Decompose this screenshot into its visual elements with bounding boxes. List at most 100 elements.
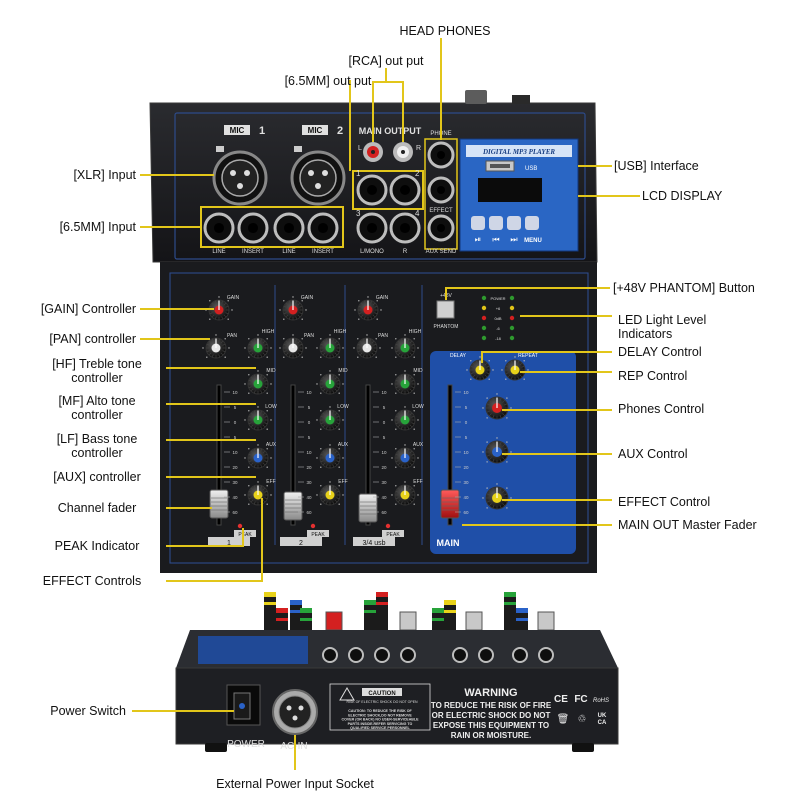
menu-button[interactable] [525, 216, 539, 230]
ch34-fader-scale-6: 30 [381, 480, 387, 485]
ch34-high-knob[interactable] [391, 334, 419, 359]
ch2-high-label: HIGH [334, 329, 347, 335]
rear-knob-1 [290, 600, 302, 630]
mic-1-label: MIC [230, 126, 245, 135]
jack-label-1: INSERT [242, 249, 264, 255]
next-button[interactable] [507, 216, 521, 230]
callout-rca-out: [RCA] out put [348, 54, 424, 68]
mm-output-jack-1[interactable] [356, 174, 388, 206]
phones-knob[interactable] [482, 393, 512, 420]
warning-title: WARNING [464, 687, 517, 699]
leader-rca-2 [386, 81, 404, 142]
ch34-fader-scale-0: 10 [381, 390, 387, 395]
ch1-fader-scale-5: 20 [232, 465, 238, 470]
rear-view-jacks [322, 647, 554, 663]
ch34-mid-knob[interactable] [391, 370, 419, 395]
caution-line-2: COVER (OR BACK) NO USER-SERVICEABLE [341, 718, 419, 722]
ch34-aux-knob[interactable] [391, 444, 419, 469]
weee-bin-icon: 🗑 [557, 713, 570, 725]
mm-output-jack-4[interactable] [389, 212, 421, 244]
ch34-low-knob[interactable] [391, 406, 419, 431]
ch2-fader[interactable] [283, 491, 303, 521]
prev-button[interactable] [489, 216, 503, 230]
play-pause-button[interactable] [471, 216, 485, 230]
callout-ext-power: External Power Input Socket [216, 777, 374, 791]
ch34-fader-scale-4: 10 [381, 450, 387, 455]
strip-34-label: 3/4 usb [363, 540, 386, 547]
repeat-knob[interactable] [501, 356, 529, 381]
rca-output-right[interactable] [393, 142, 413, 162]
line-1-jack[interactable] [203, 212, 235, 244]
ch1-high-knob[interactable] [244, 334, 272, 359]
ch2-aux-knob[interactable] [316, 444, 344, 469]
effect-master-knob[interactable] [482, 483, 512, 510]
callout-gain-controller: [GAIN] Controller [40, 302, 136, 316]
xlr-input-2[interactable] [290, 146, 346, 206]
ch1-low-knob[interactable] [244, 406, 272, 431]
callout-mm-input: [6.5MM] Input [59, 220, 136, 234]
rear-jack-5 [478, 647, 494, 663]
ch2-mid-knob[interactable] [316, 370, 344, 395]
ch34-pan-knob[interactable] [353, 334, 381, 359]
ch34-gain-knob[interactable] [354, 296, 382, 321]
main-fader[interactable] [440, 489, 460, 519]
ch2-fader-scale-4: 10 [306, 450, 312, 455]
ch2-high-knob[interactable] [316, 334, 344, 359]
level-led-r-3 [509, 325, 515, 331]
callout-aux-control: AUX Control [618, 447, 688, 461]
xlr-input-1[interactable] [212, 146, 268, 206]
ac-in-socket[interactable] [272, 689, 318, 735]
ch1-high-label: HIGH [262, 329, 275, 335]
ch34-mid-label: MID [413, 368, 423, 374]
rear-knob-8 [504, 592, 516, 630]
insert-1-jack[interactable] [237, 212, 269, 244]
ch34-eff-knob[interactable] [391, 481, 419, 506]
ch1-gain-knob[interactable] [205, 296, 233, 321]
ch2-aux-label: AUX [338, 442, 349, 448]
level-led-l-3 [481, 325, 487, 331]
main-fader-scale-6: 30 [463, 480, 469, 485]
headphone-jack[interactable] [427, 141, 455, 169]
rear-fader-3 [537, 611, 555, 631]
rca-output-left[interactable] [363, 142, 383, 162]
jack-label-2: LINE [282, 249, 295, 255]
rear-jack-4 [452, 647, 468, 663]
mm-output-jack-3[interactable] [356, 212, 388, 244]
rca-r-label: R [416, 145, 421, 152]
level-label-1: +6 [496, 306, 501, 311]
level-label-3: -6 [496, 326, 500, 331]
effect-jack[interactable] [427, 176, 455, 204]
mp3-buttons[interactable]: ⏯ ⏮ ⏭ MENU [471, 216, 542, 244]
ch2-eff-knob[interactable] [316, 481, 344, 506]
caution-line-3: PARTS INSIDE.REFER SERVICING TO [348, 722, 413, 726]
mm-output-jack-2[interactable] [389, 174, 421, 206]
ch1-pan-knob[interactable] [202, 334, 230, 359]
aux-send-jack[interactable] [427, 214, 455, 242]
delay-knob[interactable] [466, 356, 494, 381]
main-fader-scale-4: 10 [463, 450, 469, 455]
phantom-button[interactable] [436, 300, 455, 319]
main-fader-scale-8: 60 [463, 510, 469, 515]
aux-master-knob[interactable] [482, 437, 512, 464]
out-num-4: 4 [415, 209, 420, 218]
ch2-gain-knob[interactable] [279, 296, 307, 321]
callout-mm-out: [6.5MM] out put [284, 74, 372, 88]
ch34-fader-scale-8: 60 [381, 510, 387, 515]
ch1-fader[interactable] [209, 489, 229, 519]
insert-2-jack[interactable] [307, 212, 339, 244]
ch2-pan-knob[interactable] [279, 334, 307, 359]
ch2-low-knob[interactable] [316, 406, 344, 431]
ch1-mid-knob[interactable] [244, 370, 272, 395]
ch34-fader[interactable] [358, 493, 378, 523]
mm-input-jacks[interactable] [203, 212, 339, 244]
ch1-fader-scale-8: 60 [232, 510, 238, 515]
channel-faders[interactable] [209, 384, 460, 526]
rear-jack-7 [538, 647, 554, 663]
channel-knobs[interactable] [202, 296, 529, 510]
main-fader-scale-2: 0 [465, 420, 468, 425]
ch1-aux-knob[interactable] [244, 444, 272, 469]
line-2-jack[interactable] [273, 212, 305, 244]
